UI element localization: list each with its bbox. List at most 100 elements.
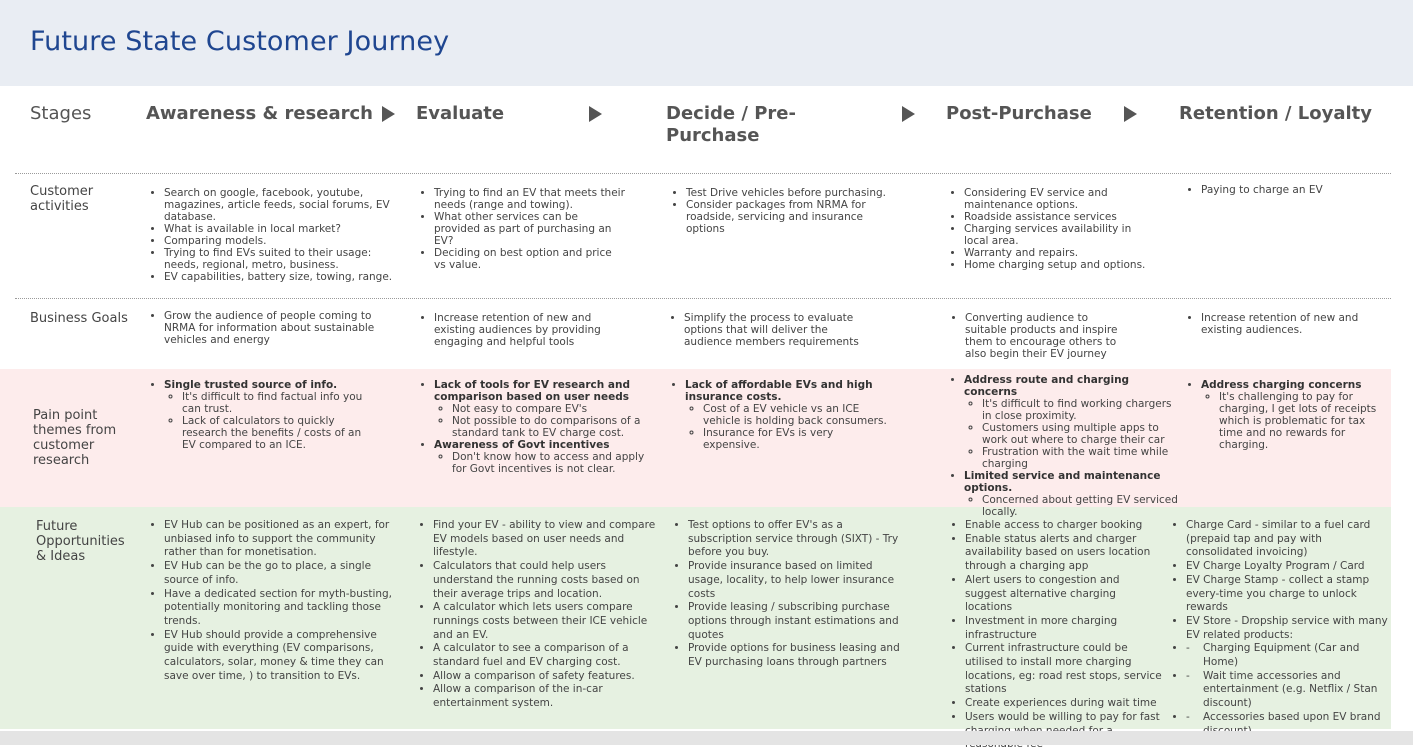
arrow-right-icon bbox=[902, 106, 915, 122]
list-item: What other services can be provided as p… bbox=[434, 211, 626, 247]
cell-goals-retention: Increase retention of new and existing a… bbox=[1183, 312, 1395, 336]
list-item: Search on google, facebook, youtube, mag… bbox=[164, 187, 394, 223]
list-item: A calculator to see a comparison of a st… bbox=[433, 642, 663, 669]
stage-retention: Retention / Loyalty bbox=[1179, 103, 1372, 124]
row-label-opportunities: Future Opportunities & Ideas bbox=[36, 519, 125, 564]
stage-post-purchase: Post-Purchase bbox=[946, 103, 1092, 124]
footer-band bbox=[0, 731, 1413, 745]
list-item: EV Hub can be the go to place, a single … bbox=[164, 560, 404, 587]
row-label-customer-activities: Customer activities bbox=[30, 184, 94, 214]
cell-activities-awareness: Search on google, facebook, youtube, mag… bbox=[146, 187, 394, 283]
list-item: Not easy to compare EV's bbox=[452, 403, 648, 415]
arrow-right-icon bbox=[589, 106, 602, 122]
row-divider bbox=[15, 298, 1391, 299]
opportunities-band bbox=[0, 507, 1391, 729]
list-item: Frustration with the wait time while cha… bbox=[982, 446, 1181, 470]
list-item: EV Charge Loyalty Program / Card bbox=[1186, 560, 1391, 574]
list-item: Test options to offer EV's as a subscrip… bbox=[688, 519, 910, 560]
row-divider bbox=[15, 173, 1391, 174]
list-item: Cost of a EV vehicle vs an ICE vehicle i… bbox=[703, 403, 892, 427]
list-item: Trying to find an EV that meets their ne… bbox=[434, 187, 626, 211]
list-item: Concerned about getting EV serviced loca… bbox=[982, 494, 1181, 518]
list-item: Current infrastructure could be utilised… bbox=[965, 642, 1162, 697]
list-item: Increase retention of new and existing a… bbox=[434, 312, 631, 348]
cell-goals-awareness: Grow the audience of people coming to NR… bbox=[146, 310, 376, 346]
list-item: Warranty and repairs. bbox=[964, 247, 1146, 259]
list-item: Comparing models. bbox=[164, 235, 394, 247]
cell-goals-evaluate: Increase retention of new and existing a… bbox=[416, 312, 631, 348]
list-item: Increase retention of new and existing a… bbox=[1201, 312, 1395, 336]
cell-pain-decide: Lack of affordable EVs and high insuranc… bbox=[667, 379, 892, 451]
list-item: Roadside assistance services bbox=[964, 211, 1146, 223]
list-item: Lack of affordable EVs and high insuranc… bbox=[685, 379, 892, 451]
list-item: Grow the audience of people coming to NR… bbox=[164, 310, 376, 346]
cell-pain-evaluate: Lack of tools for EV research and compar… bbox=[416, 379, 648, 475]
list-item: It's difficult to find factual info you … bbox=[182, 391, 378, 415]
list-item: Address route and charging concerns It's… bbox=[964, 374, 1181, 470]
list-item: Alert users to congestion and suggest al… bbox=[965, 574, 1162, 615]
list-item: Charging Equipment (Car and Home) bbox=[1186, 642, 1391, 669]
list-item: Investment in more charging infrastructu… bbox=[965, 615, 1162, 642]
list-item: Test Drive vehicles before purchasing. bbox=[686, 187, 900, 199]
list-item: It's difficult to find working chargers … bbox=[982, 398, 1181, 422]
arrow-right-icon bbox=[382, 106, 395, 122]
cell-pain-awareness: Single trusted source of info. It's diff… bbox=[146, 379, 378, 451]
list-item: Provide insurance based on limited usage… bbox=[688, 560, 910, 601]
list-item: Enable status alerts and charger availab… bbox=[965, 533, 1162, 574]
list-item: Allow a comparison of safety features. bbox=[433, 670, 663, 684]
list-item: Single trusted source of info. It's diff… bbox=[164, 379, 378, 451]
list-item: Enable access to charger booking bbox=[965, 519, 1162, 533]
list-item: Customers using multiple apps to work ou… bbox=[982, 422, 1181, 446]
list-item: A calculator which lets users compare ru… bbox=[433, 601, 663, 642]
list-item: Awareness of Govt incentives Don't know … bbox=[434, 439, 648, 475]
list-item: Address charging concerns It's challengi… bbox=[1201, 379, 1388, 451]
cell-activities-post-purchase: Considering EV service and maintenance o… bbox=[946, 187, 1146, 271]
list-item: EV Hub can be positioned as an expert, f… bbox=[164, 519, 404, 560]
list-item: Provide options for business leasing and… bbox=[688, 642, 910, 669]
list-item: Provide leasing / subscribing purchase o… bbox=[688, 601, 910, 642]
list-item: Charging services availability in local … bbox=[964, 223, 1146, 247]
stage-awareness: Awareness & research bbox=[146, 103, 373, 124]
list-item: Lack of tools for EV research and compar… bbox=[434, 379, 648, 439]
cell-goals-post-purchase: Converting audience to suitable products… bbox=[947, 312, 1132, 360]
cell-opp-evaluate: Find your EV - ability to view and compa… bbox=[415, 519, 663, 711]
list-item: Trying to find EVs suited to their usage… bbox=[164, 247, 394, 271]
list-item: Lack of calculators to quickly research … bbox=[182, 415, 378, 451]
list-item: Deciding on best option and price vs val… bbox=[434, 247, 626, 271]
list-item: Considering EV service and maintenance o… bbox=[964, 187, 1146, 211]
list-item: Consider packages from NRMA for roadside… bbox=[686, 199, 900, 235]
cell-opp-retention: Charge Card - similar to a fuel card (pr… bbox=[1168, 519, 1391, 738]
cell-opp-decide: Test options to offer EV's as a subscrip… bbox=[670, 519, 910, 670]
pain-points-band bbox=[0, 369, 1391, 507]
list-item: What is available in local market? bbox=[164, 223, 394, 235]
list-item: Charge Card - similar to a fuel card (pr… bbox=[1186, 519, 1391, 560]
row-label-business-goals: Business Goals bbox=[30, 311, 128, 326]
list-item: Create experiences during wait time bbox=[965, 697, 1162, 711]
row-label-pain-points: Pain point themes from customer research bbox=[33, 408, 117, 468]
list-item: Limited service and maintenance options.… bbox=[964, 470, 1181, 518]
list-item: Allow a comparison of the in-car enterta… bbox=[433, 683, 663, 710]
list-item: Paying to charge an EV bbox=[1201, 184, 1388, 196]
list-item: Don't know how to access and apply for G… bbox=[452, 451, 648, 475]
list-item: Wait time accessories and entertainment … bbox=[1186, 670, 1391, 711]
list-item: EV Charge Stamp - collect a stamp every-… bbox=[1186, 574, 1391, 615]
cell-activities-retention: Paying to charge an EV bbox=[1183, 184, 1388, 196]
cell-pain-retention: Address charging concerns It's challengi… bbox=[1183, 379, 1388, 451]
cell-opp-post-purchase: Enable access to charger booking Enable … bbox=[947, 519, 1162, 752]
stage-decide: Decide / Pre-Purchase bbox=[666, 103, 796, 146]
list-item: Insurance for EVs is very expensive. bbox=[703, 427, 892, 451]
list-item: EV capabilities, battery size, towing, r… bbox=[164, 271, 394, 283]
list-item: Not possible to do comparisons of a stan… bbox=[452, 415, 648, 439]
list-item: EV Hub should provide a comprehensive gu… bbox=[164, 629, 404, 684]
list-item: Simplify the process to evaluate options… bbox=[684, 312, 871, 348]
cell-pain-post-purchase: Address route and charging concerns It's… bbox=[946, 374, 1181, 518]
list-item: Find your EV - ability to view and compa… bbox=[433, 519, 663, 560]
page-title: Future State Customer Journey bbox=[30, 26, 450, 57]
stage-evaluate: Evaluate bbox=[416, 103, 505, 124]
stages-label: Stages bbox=[30, 103, 92, 124]
list-item: Converting audience to suitable products… bbox=[965, 312, 1132, 360]
cell-activities-evaluate: Trying to find an EV that meets their ne… bbox=[416, 187, 626, 271]
list-item: Calculators that could help users unders… bbox=[433, 560, 663, 601]
arrow-right-icon bbox=[1124, 106, 1137, 122]
header-band bbox=[0, 0, 1413, 86]
